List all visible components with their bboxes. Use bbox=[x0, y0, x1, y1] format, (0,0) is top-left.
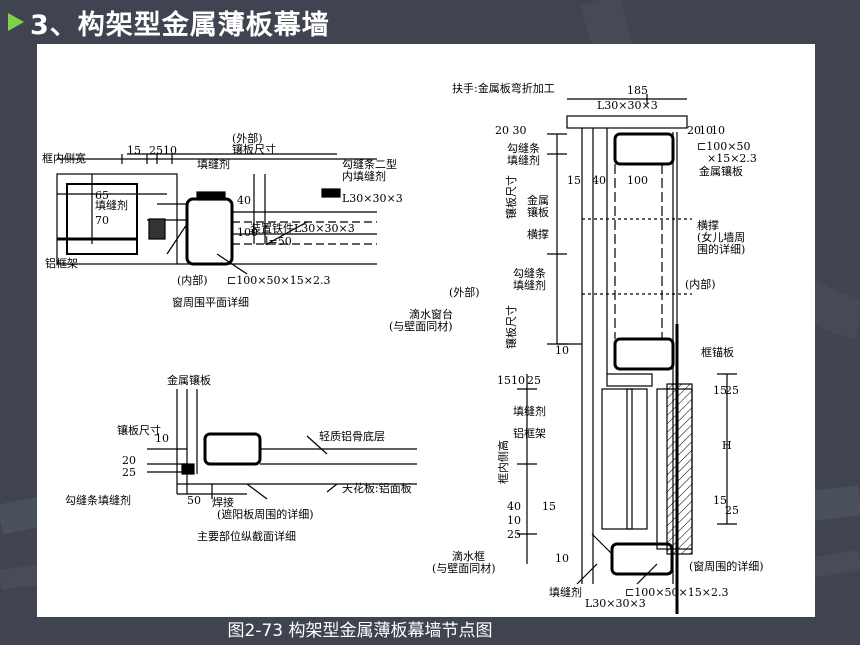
plan-caption: 窗周围平面详细 bbox=[172, 295, 249, 309]
elev-handrail-label: 扶手:金属板弯折加工 bbox=[452, 81, 555, 95]
plan-frame-inner-width-label: 框内侧宽 bbox=[42, 151, 86, 165]
elev-sealant-label: 填缝剂 bbox=[507, 153, 540, 167]
elev-dim-2030: 20 30 bbox=[495, 124, 527, 137]
section-ceiling-label: 天花板:铝面板 bbox=[342, 481, 412, 495]
elev-sealant3-label: 填缝剂 bbox=[513, 404, 546, 418]
elev-same-wall2-label: (与壁面同材) bbox=[432, 561, 496, 575]
elev-frame-inner-h-label: 框内侧高 bbox=[496, 440, 510, 484]
elev-dim-15: 15 bbox=[567, 174, 581, 187]
plan-dim-65: 65 bbox=[95, 189, 109, 202]
triangle-bullet-icon bbox=[8, 13, 24, 31]
elev-dim-20: 20 bbox=[687, 124, 701, 137]
construction-drawing: (外部) 镶板尺寸 框内侧宽 15 25 10 填缝剂 勾缝条⼆型 内填缝剂 L… bbox=[42, 81, 764, 614]
elev-drip-frame-label: 滴水框 bbox=[452, 549, 485, 563]
elev-dim-10e: 10 bbox=[507, 514, 521, 527]
section-weld-label: 焊接 bbox=[212, 495, 234, 509]
plan-panel-size-label: 镶板尺寸 bbox=[232, 142, 276, 156]
slide-title: 3、构架型金属薄板幕墙 bbox=[8, 2, 330, 42]
section-light-base-label: 轻质铝骨底层 bbox=[319, 429, 385, 443]
elev-dim-10d: 10 bbox=[511, 374, 525, 387]
section-dim-25: 25 bbox=[122, 466, 136, 479]
elev-h-label: H bbox=[722, 439, 732, 452]
elev-angle-top-label: L30×30×3 bbox=[597, 99, 658, 112]
elev-channel-top-label: ⊏100×50 bbox=[697, 140, 751, 153]
plan-dim-40: 40 bbox=[237, 194, 251, 207]
elev-rail-r-label: 横撑 bbox=[697, 218, 719, 232]
section-panel-size-label: 镶板尺寸 bbox=[117, 423, 161, 437]
section-sunshade-label: (遮阳板周围的详细) bbox=[217, 507, 314, 521]
elev-dim-10b: 10 bbox=[711, 124, 725, 137]
elev-panel-size-label: 镶板尺寸 bbox=[504, 175, 518, 219]
elev-dim-25c: 25 bbox=[507, 528, 521, 541]
plan-alu-frame-label: 铝框架 bbox=[45, 256, 78, 270]
elev-joint-strip2-label: 勾缝条 bbox=[513, 266, 546, 280]
elev-dim-10f: 10 bbox=[555, 552, 569, 565]
elev-dim-15b: 15 bbox=[713, 384, 727, 397]
elev-dim-25d: 25 bbox=[725, 504, 739, 517]
plan-angle-label: L30×30×3 bbox=[342, 192, 403, 205]
plan-dim-70: 70 bbox=[95, 214, 109, 227]
elev-dim-10c: 10 bbox=[555, 344, 569, 357]
elev-joint-strip-label: 勾缝条 bbox=[507, 141, 540, 155]
elev-dim-100: 100 bbox=[627, 174, 648, 187]
section-dim-50: 50 bbox=[187, 494, 201, 507]
elev-sealant2-label: 填缝剂 bbox=[513, 278, 546, 292]
plan-l50-label: l=50 bbox=[265, 235, 292, 248]
plan-dim-100: 100 bbox=[237, 226, 258, 239]
elev-channel-bot-label: ⊏100×50×15×2.3 bbox=[625, 586, 728, 599]
plan-dim-10: 10 bbox=[163, 144, 177, 157]
plan-fitting-label: 装置铁件L30×30×3 bbox=[250, 222, 355, 235]
elev-dim-15a: 15 bbox=[497, 374, 511, 387]
elev-metal-label: 金属 bbox=[527, 193, 549, 207]
plan-joint-strip-label: 勾缝条⼆型 bbox=[342, 157, 397, 171]
section-joint-sealant-label: 勾缝条填缝剂 bbox=[65, 493, 131, 507]
elev-dim-15d: 15 bbox=[713, 494, 727, 507]
elev-channel-top2-label: ×15×2.3 bbox=[707, 152, 757, 165]
plan-exterior-label: (外部) bbox=[232, 131, 263, 145]
figure-caption: 图2-73 构架型金属薄板幕墙节点图 bbox=[227, 621, 493, 641]
section-caption: 主要部位纵截面详细 bbox=[197, 529, 296, 543]
elev-window-detail-label: (窗周围的详细) bbox=[689, 559, 764, 573]
elev-parapet-label: (女儿墙周 bbox=[697, 230, 745, 244]
elev-anchor-label: 框锚板 bbox=[701, 345, 734, 359]
elev-drip-sill-label: 滴水窗台 bbox=[409, 307, 453, 321]
elev-same-wall-label: (与壁面同材) bbox=[389, 319, 453, 333]
slide-title-text: 3、构架型金属薄板幕墙 bbox=[30, 9, 330, 41]
elev-dim-40: 40 bbox=[507, 500, 521, 513]
elev-dim-25a: 25 bbox=[527, 374, 541, 387]
plan-dim-25: 25 bbox=[149, 144, 163, 157]
plan-sealant-label: 填缝剂 bbox=[197, 157, 230, 171]
section-dim-20: 20 bbox=[122, 454, 136, 467]
plan-inner-sealant-label: 内填缝剂 bbox=[342, 169, 386, 183]
elev-panel-label: 镶板 bbox=[527, 205, 549, 219]
elev-rail-label: 横撑 bbox=[527, 227, 549, 241]
plan-sealant-left-label: 填缝剂 bbox=[95, 198, 128, 212]
elev-dim-10a: 10 bbox=[699, 124, 713, 137]
elev-angle-bot-label: L30×30×3 bbox=[585, 597, 646, 610]
plan-dim-15: 15 bbox=[127, 144, 141, 157]
section-dim-10: 10 bbox=[155, 432, 169, 445]
elev-metal-panel-r-label: 金属镶板 bbox=[699, 164, 743, 178]
elev-sealant4-label: 填缝剂 bbox=[549, 585, 582, 599]
elev-dim-40: 40 bbox=[592, 174, 606, 187]
elev-alu-frame-label: 铝框架 bbox=[513, 426, 546, 440]
elev-interior-label: (内部) bbox=[685, 277, 716, 291]
elev-exterior-label: (外部) bbox=[449, 285, 480, 299]
elev-dim-15c: 15 bbox=[542, 500, 556, 513]
elev-parapet2-label: 围的详细) bbox=[697, 242, 745, 256]
drawing-figure: (外部) 镶板尺寸 框内侧宽 15 25 10 填缝剂 勾缝条⼆型 内填缝剂 L… bbox=[37, 44, 815, 617]
section-metal-panel-label: 金属镶板 bbox=[167, 373, 211, 387]
elev-dim-185: 185 bbox=[627, 84, 648, 97]
elev-panel-size2-label: 镶板尺寸 bbox=[504, 305, 518, 349]
elev-dim-25b: 25 bbox=[725, 384, 739, 397]
plan-interior-label: (内部) bbox=[177, 273, 208, 287]
plan-channel-label: ⊏100×50×15×2.3 bbox=[227, 274, 330, 287]
